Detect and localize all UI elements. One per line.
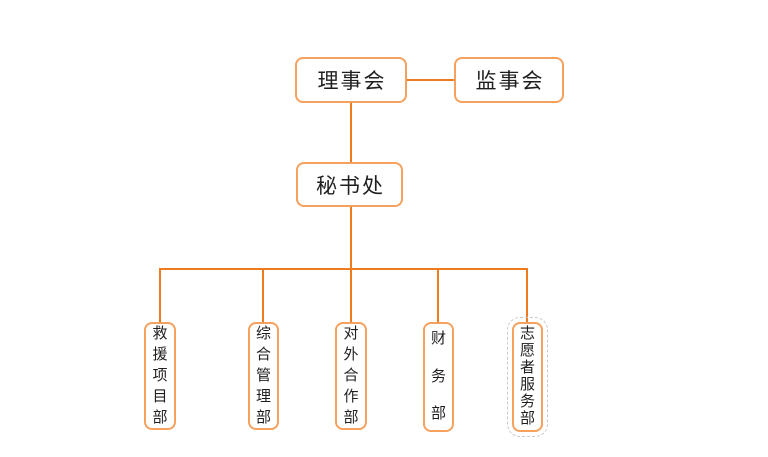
- node-secretariat-label: 秘书处: [316, 173, 385, 198]
- node-supervisors[interactable]: 监事会: [454, 57, 564, 103]
- node-dept-external-cooperation[interactable]: 对外合作部: [335, 322, 367, 430]
- connector-distributor: [159, 268, 528, 270]
- node-dept-finance[interactable]: 财务部: [423, 322, 454, 432]
- node-dept-finance-label: 财务部: [430, 331, 446, 422]
- connector-drop-finance: [437, 270, 439, 322]
- node-dept-rescue-project-label: 救援项目部: [152, 325, 168, 426]
- node-dept-rescue-project[interactable]: 救援项目部: [144, 322, 176, 430]
- node-dept-general-management-label: 综合管理部: [255, 325, 271, 426]
- node-dept-external-cooperation-label: 对外合作部: [343, 325, 359, 426]
- connector-secretariat-distributor: [350, 207, 352, 268]
- connector-board-secretariat: [350, 103, 352, 162]
- node-dept-general-management[interactable]: 综合管理部: [248, 322, 279, 430]
- connector-drop-rescue: [159, 270, 161, 322]
- node-secretariat[interactable]: 秘书处: [296, 162, 403, 207]
- node-supervisors-label: 监事会: [475, 69, 545, 93]
- node-dept-volunteer-service-label: 志愿者服务部: [519, 326, 535, 427]
- node-board[interactable]: 理事会: [295, 57, 407, 103]
- connector-drop-cooperation: [350, 270, 352, 322]
- connector-drop-volunteer: [526, 270, 528, 322]
- node-dept-volunteer-service[interactable]: 志愿者服务部: [507, 317, 548, 437]
- connector-drop-management: [262, 270, 264, 322]
- node-board-label: 理事会: [317, 69, 387, 93]
- connector-board-supervisors: [407, 79, 454, 81]
